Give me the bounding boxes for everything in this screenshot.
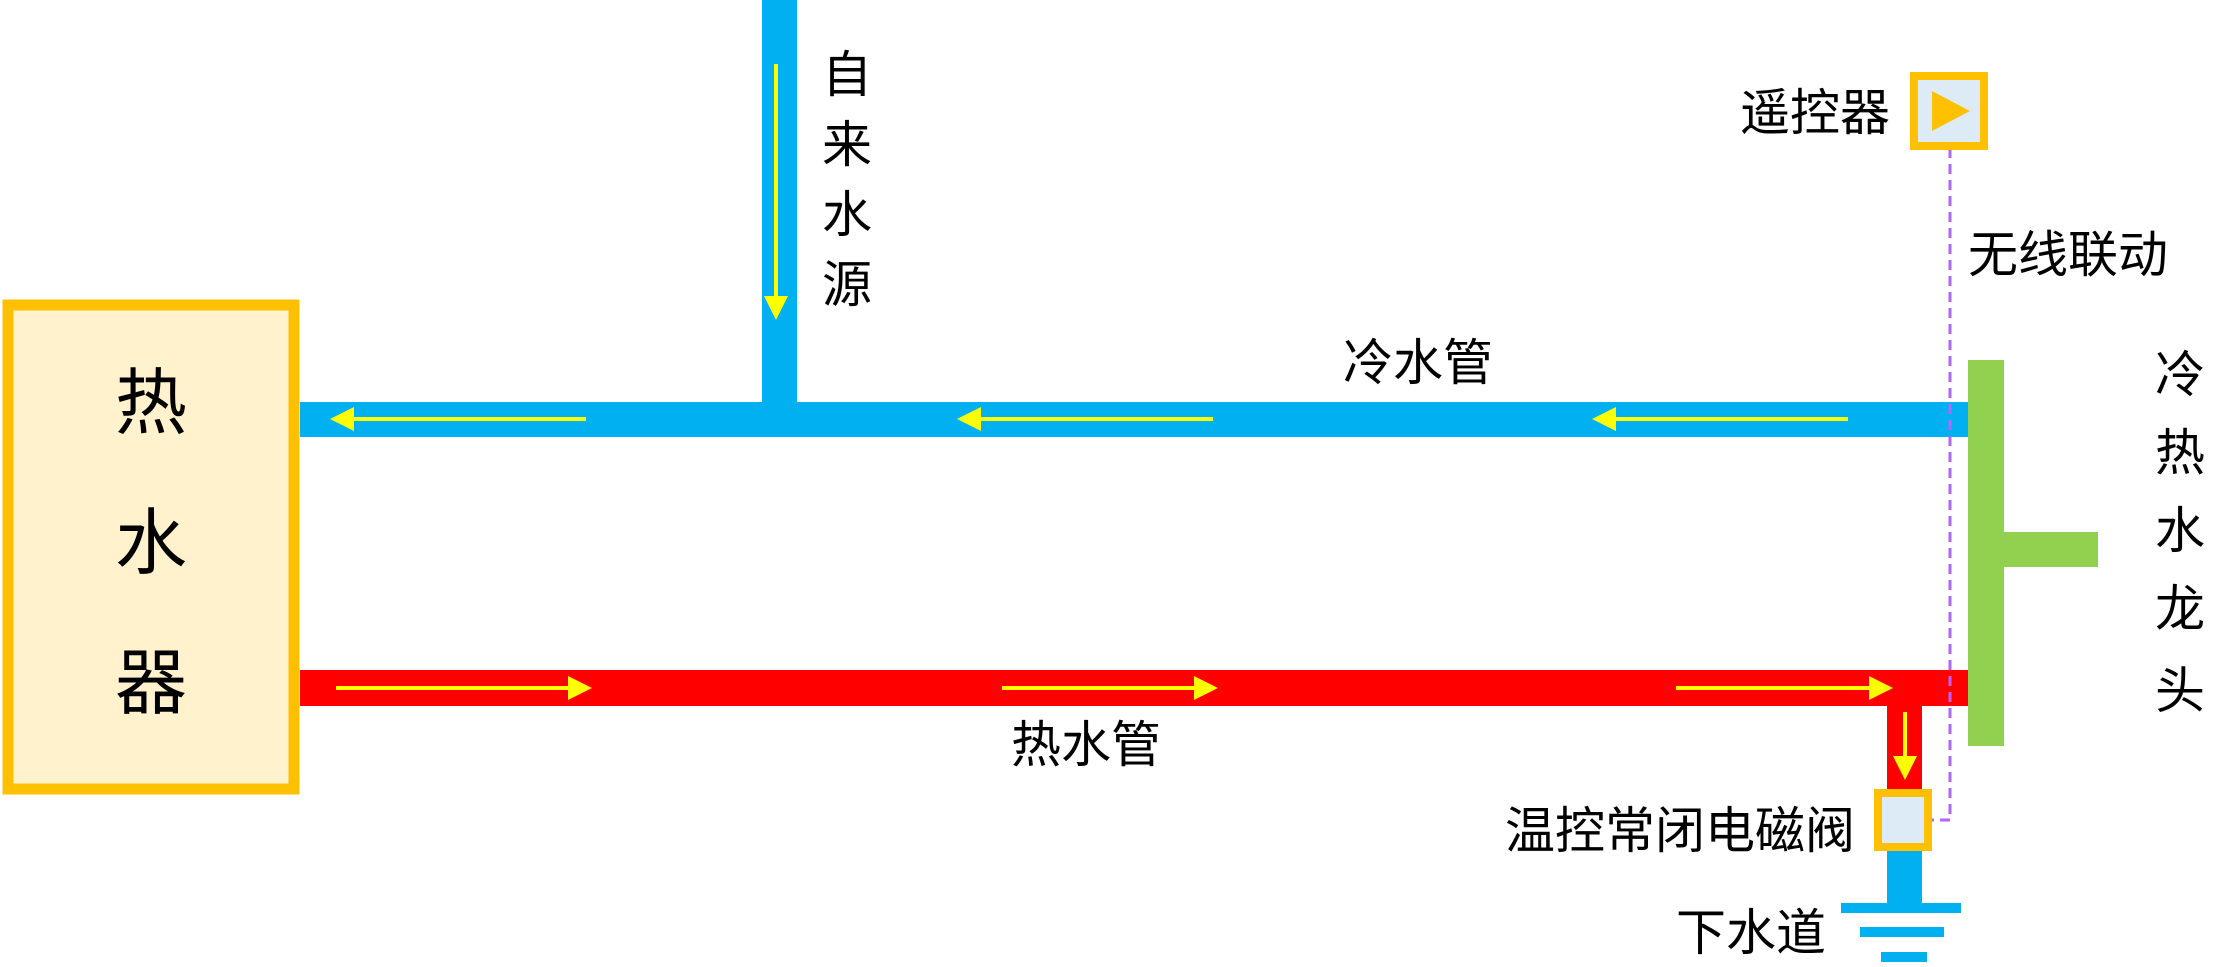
- heater-label-1: 热: [115, 361, 187, 445]
- tap-water-pipe: [762, 0, 797, 420]
- water-heater: 热 水 器: [2, 299, 300, 795]
- valve-label: 温控常闭电磁阀: [1505, 802, 1855, 860]
- wireless-link-label: 无线联动: [1968, 226, 2168, 284]
- drain-symbol: [1841, 903, 1961, 962]
- tap-source-label-2: 来: [822, 116, 872, 174]
- drain-label: 下水道: [1676, 904, 1826, 962]
- heater-label-3: 器: [115, 641, 187, 725]
- tap-source-label-3: 水: [822, 186, 872, 244]
- heater-label-2: 水: [115, 501, 187, 585]
- cold-pipe-label: 冷水管: [1343, 334, 1493, 392]
- hot-pipe-label: 热水管: [1011, 716, 1161, 774]
- faucet-label-5: 头: [2155, 662, 2205, 720]
- drain-pipe: [1887, 850, 1922, 905]
- wireless-link-line: [1930, 148, 1952, 822]
- tap-source-label-4: 源: [822, 256, 872, 314]
- solenoid-valve: [1874, 789, 1932, 851]
- tap-source-label-1: 自: [822, 46, 872, 104]
- remote-control[interactable]: [1910, 72, 1988, 150]
- faucet-label-4: 龙: [2155, 580, 2205, 638]
- play-icon: [1932, 91, 1970, 131]
- flow-arrows: [330, 64, 1917, 780]
- faucet-label-2: 热: [2155, 424, 2205, 482]
- faucet-label-3: 水: [2155, 502, 2205, 560]
- faucet-label-1: 冷: [2155, 346, 2205, 404]
- faucet: [1968, 360, 2098, 746]
- remote-label: 遥控器: [1740, 84, 1890, 142]
